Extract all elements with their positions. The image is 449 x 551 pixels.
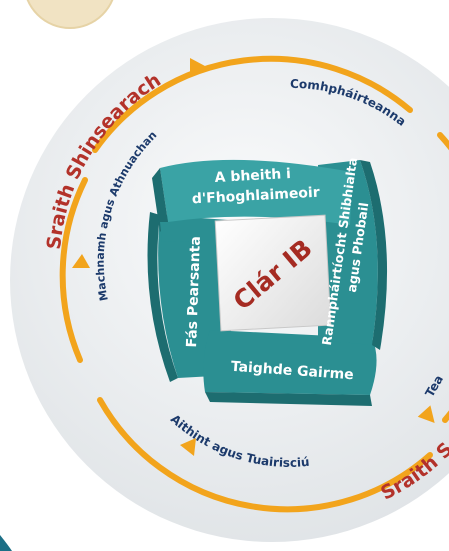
component-top-line1: A bheith i [214, 166, 291, 186]
component-left: Fás Pearsanta [184, 236, 204, 348]
arrow-down-icon [417, 405, 435, 423]
arrow-up-icon [72, 254, 90, 268]
ribbon-bottom [203, 330, 377, 395]
arrow-right-icon [190, 58, 205, 76]
corner-decoration [26, 0, 114, 29]
cycle-ring-top [92, 55, 413, 153]
arrow-left-icon [180, 438, 196, 456]
center-box: Clár IB [214, 214, 332, 332]
ribbon-top [160, 159, 352, 225]
cycle-ring-bottom [97, 397, 433, 513]
cycle-ring-left [59, 177, 88, 363]
component-ribbons [147, 159, 388, 406]
component-top-line2: d'Fhoghlaimeoir [192, 185, 321, 208]
corner-decoration-bottom [0, 535, 12, 551]
